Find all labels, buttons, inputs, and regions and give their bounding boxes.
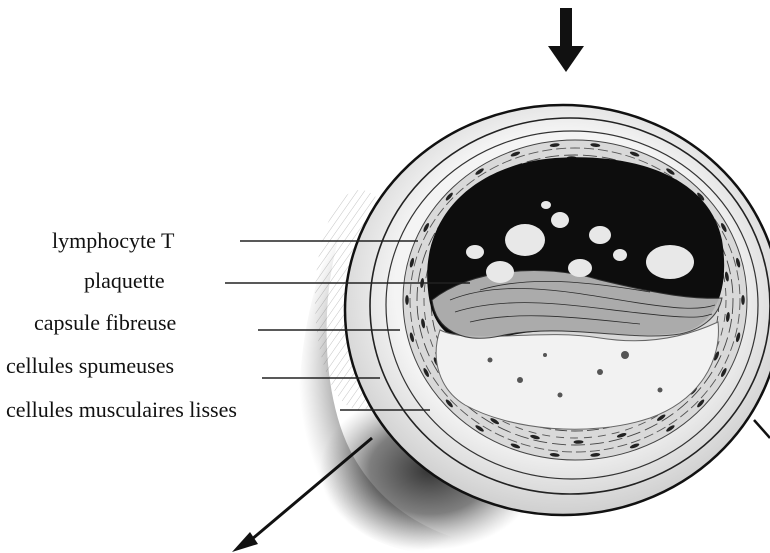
label-text: cellules musculaires lisses	[6, 397, 237, 422]
label-text: cellules spumeuses	[6, 353, 174, 378]
label-text: lymphocyte T	[52, 228, 175, 253]
vessel-cross-section	[345, 105, 770, 515]
right-edge-mark	[754, 420, 770, 438]
down-arrow-icon	[548, 8, 584, 72]
smooth-muscle-nucleus	[405, 295, 409, 305]
label-text: plaquette	[84, 268, 165, 293]
smooth-muscle-nucleus	[741, 295, 745, 305]
label-text: capsule fibreuse	[34, 310, 176, 335]
